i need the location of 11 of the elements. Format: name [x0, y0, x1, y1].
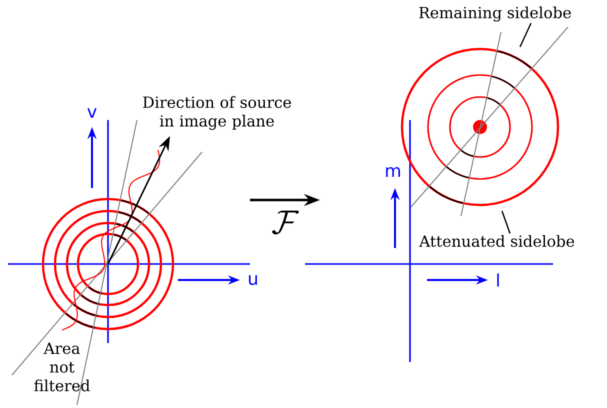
axis-label: m — [386, 167, 400, 177]
axis-label: l — [497, 273, 499, 287]
annotation-text: Attenuated sidelobe — [419, 235, 574, 247]
axis-label: v — [87, 108, 97, 118]
leader-line — [501, 210, 511, 234]
leader-line — [519, 22, 532, 48]
annotation-text: Remaining sidelobe — [419, 6, 571, 22]
annotation-text: Area not filtered — [34, 342, 90, 392]
annotation-text: Direction of source in image plane — [143, 96, 291, 130]
axis-label: u — [248, 275, 257, 285]
transform-symbol: $\mathcal{F}$ — [272, 210, 299, 234]
